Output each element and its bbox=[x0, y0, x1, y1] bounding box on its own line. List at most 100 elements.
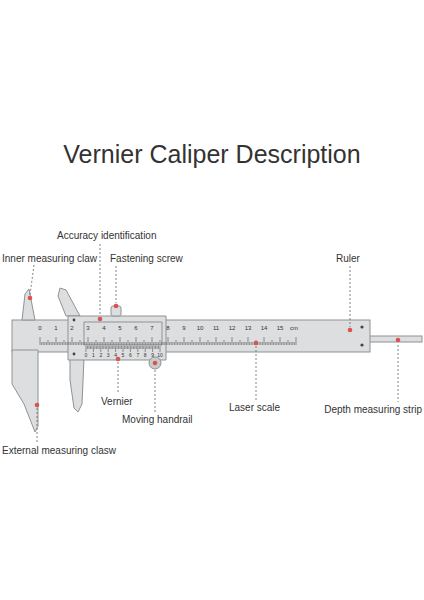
scale-number: 13 bbox=[245, 325, 252, 331]
scale-tick bbox=[179, 342, 180, 345]
vernier-tick bbox=[152, 346, 153, 352]
scale-tick bbox=[113, 342, 114, 345]
scale-tick bbox=[108, 342, 109, 345]
scale-tick bbox=[100, 342, 101, 345]
scale-tick bbox=[180, 342, 181, 345]
scale-number: 11 bbox=[213, 325, 219, 331]
scale-tick bbox=[110, 342, 111, 345]
vernier-number: 4 bbox=[114, 353, 117, 358]
leader-dot bbox=[98, 317, 103, 322]
vernier-tick bbox=[143, 346, 144, 349]
scale-tick bbox=[262, 342, 263, 345]
scale-tick bbox=[176, 340, 177, 345]
scale-number: 15 bbox=[277, 325, 284, 331]
scale-tick bbox=[244, 342, 245, 345]
scale-tick bbox=[43, 342, 44, 345]
scale-tick bbox=[107, 342, 108, 345]
rivet bbox=[73, 319, 76, 322]
scale-tick bbox=[182, 342, 183, 345]
scale-tick bbox=[54, 342, 55, 345]
scale-tick bbox=[41, 342, 42, 345]
rivet bbox=[360, 343, 363, 346]
main-beam bbox=[12, 320, 370, 352]
scale-number: 9 bbox=[182, 325, 185, 331]
scale-number: 6 bbox=[134, 325, 137, 331]
scale-tick bbox=[198, 342, 199, 345]
scale-tick bbox=[139, 342, 140, 345]
scale-tick bbox=[177, 342, 178, 345]
vernier-tick bbox=[160, 346, 161, 352]
vernier-tick bbox=[108, 346, 109, 352]
scale-tick bbox=[187, 342, 188, 345]
scale-tick bbox=[174, 342, 175, 345]
vernier-tick bbox=[148, 346, 149, 349]
scale-tick bbox=[68, 342, 69, 345]
scale-tick bbox=[278, 342, 279, 345]
vernier-tick bbox=[103, 346, 104, 349]
scale-tick bbox=[281, 342, 282, 345]
leader-dot bbox=[254, 341, 259, 346]
vernier-number: 9 bbox=[151, 353, 154, 358]
vernier-tick bbox=[94, 346, 95, 349]
scale-tick bbox=[70, 342, 71, 345]
scale-tick bbox=[115, 342, 116, 345]
scale-tick bbox=[225, 342, 226, 345]
scale-tick bbox=[147, 342, 148, 345]
scale-tick bbox=[92, 342, 93, 345]
vernier-tick bbox=[139, 346, 140, 349]
scale-tick bbox=[172, 342, 173, 345]
scale-tick bbox=[228, 342, 229, 345]
vernier-tick bbox=[121, 346, 122, 349]
scale-tick bbox=[190, 342, 191, 345]
vernier-number: 3 bbox=[107, 353, 110, 358]
scale-tick bbox=[268, 342, 269, 345]
part-label: Accuracy identification bbox=[57, 231, 157, 241]
scale-tick bbox=[251, 342, 252, 345]
vernier-number: 6 bbox=[129, 353, 132, 358]
scale-tick bbox=[236, 342, 237, 345]
part-label: Fastening screw bbox=[110, 254, 183, 264]
vernier-tick bbox=[158, 346, 159, 349]
vernier-tick bbox=[125, 346, 126, 349]
scale-tick bbox=[72, 337, 73, 345]
scale-tick bbox=[62, 342, 63, 345]
scale-tick bbox=[201, 342, 202, 345]
leader-dot bbox=[114, 304, 119, 309]
vernier-tick bbox=[134, 346, 135, 349]
scale-tick bbox=[275, 342, 276, 345]
scale-tick bbox=[240, 340, 241, 345]
scale-tick bbox=[188, 342, 189, 345]
vernier-tick bbox=[136, 346, 137, 349]
scale-tick bbox=[126, 342, 127, 345]
thumb-wheel bbox=[149, 357, 161, 369]
scale-tick bbox=[249, 342, 250, 345]
scale-tick bbox=[161, 342, 162, 345]
vernier-tick bbox=[93, 346, 94, 352]
scale-tick bbox=[259, 342, 260, 345]
scale-tick bbox=[153, 342, 154, 345]
vernier-tick bbox=[157, 346, 158, 349]
vernier-number: 10 bbox=[157, 353, 163, 358]
scale-tick bbox=[270, 342, 271, 345]
scale-tick bbox=[192, 340, 193, 345]
depth-strip bbox=[368, 336, 422, 342]
vernier-tick bbox=[96, 346, 97, 349]
scale-tick bbox=[86, 342, 87, 345]
scale-tick bbox=[235, 342, 236, 345]
scale-tick bbox=[233, 342, 234, 345]
diagram-title: Vernier Caliper Description bbox=[0, 140, 424, 169]
part-label: Laser scale bbox=[229, 403, 280, 413]
scale-number: 8 bbox=[166, 325, 169, 331]
scale-tick bbox=[291, 342, 292, 345]
scale-tick bbox=[123, 342, 124, 345]
vernier-tick bbox=[109, 346, 110, 349]
scale-tick bbox=[209, 342, 210, 345]
scale-tick bbox=[184, 337, 185, 345]
vernier-tick bbox=[154, 346, 155, 349]
scale-tick bbox=[211, 342, 212, 345]
scale-tick bbox=[286, 342, 287, 345]
scale-number: 12 bbox=[229, 325, 236, 331]
scale-tick bbox=[196, 342, 197, 345]
scale-tick bbox=[164, 342, 165, 345]
scale-number: 2 bbox=[70, 325, 73, 331]
